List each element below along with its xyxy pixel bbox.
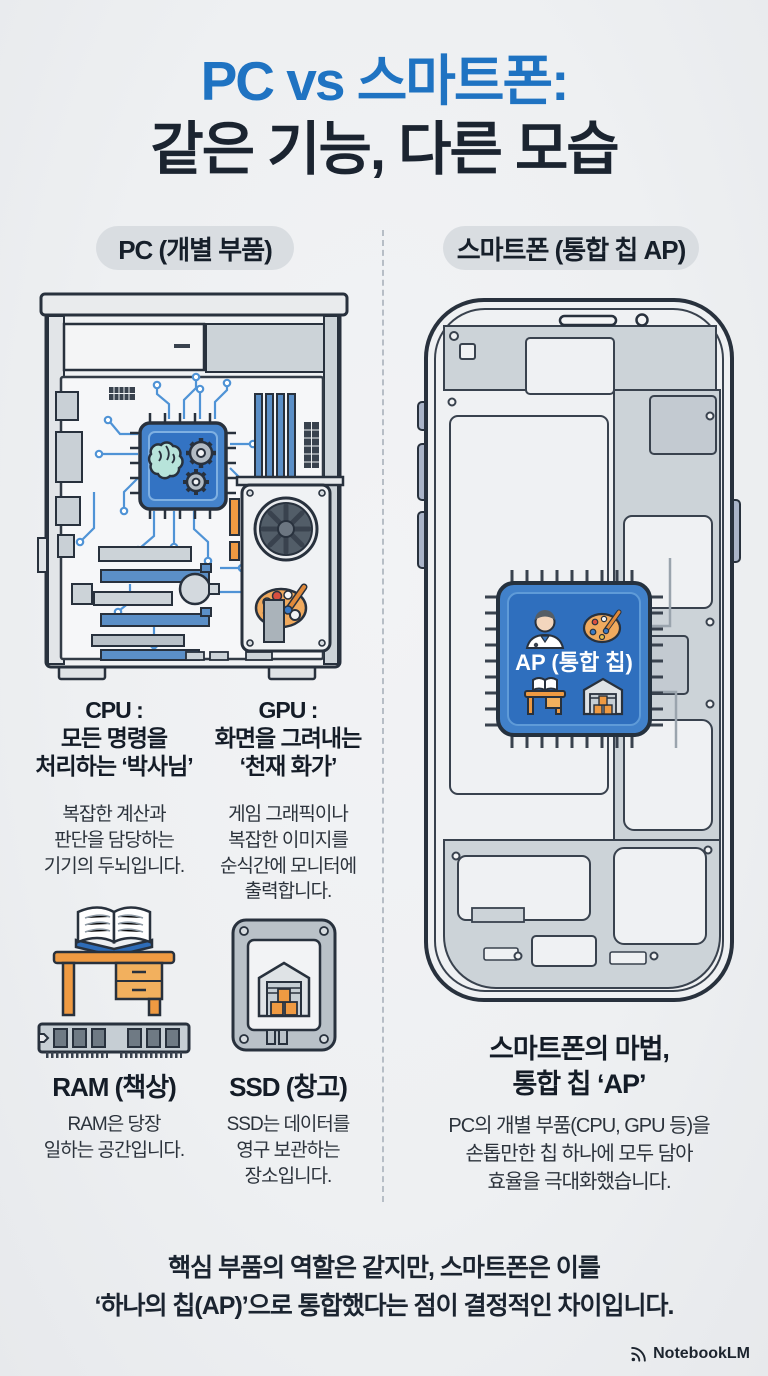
phone-right-plate xyxy=(613,389,721,841)
phone-description: PC의 개별 부품(CPU, GPU 등)을 손톱만한 칩 하나에 모두 담아 … xyxy=(448,1115,710,1193)
desk-icon xyxy=(52,950,176,1017)
pc-tower-illustration xyxy=(37,292,349,681)
ap-chip-label: AP (통합 칩) xyxy=(515,650,633,675)
circuit-traces xyxy=(81,380,266,642)
ram-description: RAM은 당장 일하는 공간입니다. xyxy=(43,1114,185,1161)
gpu-description: 게임 그래픽이나 복잡한 이미지를 순식간에 모니터에 출력합니다. xyxy=(219,804,357,903)
footer-line1: 핵심 부품의 역할은 같지만, 스마트폰은 이를 xyxy=(168,1254,601,1282)
brand-label: NotebookLM xyxy=(653,1344,750,1362)
phone-camera-hole xyxy=(635,313,649,327)
gpu-card-icon xyxy=(229,475,345,653)
chip-desk-book-icon xyxy=(524,677,566,715)
brain-icon xyxy=(147,441,184,480)
title-line2: 같은 기능, 다른 모습 xyxy=(150,117,619,183)
phone-top-plate xyxy=(443,325,717,395)
gear-icon xyxy=(183,438,216,495)
title-line1: PC vs 스마트폰: xyxy=(200,50,570,112)
warehouse-icon xyxy=(257,961,311,1018)
chip-palette-icon xyxy=(582,609,622,644)
book-icon xyxy=(74,906,154,958)
chip-warehouse-icon xyxy=(582,677,624,716)
ram-stick-icon xyxy=(37,1022,191,1058)
page-title: PC vs 스마트폰: 같은 기능, 다른 모습 xyxy=(0,48,768,186)
pc-column-header: PC (개별 부품) xyxy=(96,226,294,270)
ssd-title: SSD (창고) xyxy=(229,1072,348,1102)
gpu-title: GPU : 화면을 그려내는 ‘천재 화가’ xyxy=(214,697,363,780)
desk-book-icon xyxy=(37,906,191,1058)
ap-chip-icon: AP (통합 칩) xyxy=(485,570,663,748)
column-divider xyxy=(382,230,384,1202)
phone-speaker-slot xyxy=(558,314,618,327)
phone-column-header: 스마트폰 (통합 칩 AP) xyxy=(443,226,699,270)
cpu-description: 복잡한 계산과 판단을 담당하는 기기의 두뇌입니다. xyxy=(43,804,185,877)
ram-title: RAM (책상) xyxy=(52,1072,177,1102)
doctor-icon xyxy=(525,610,565,649)
cpu-chip-icon xyxy=(130,413,236,519)
footer-summary: 핵심 부품의 역할은 같지만, 스마트폰은 이를 ‘하나의 칩(AP)’으로 통… xyxy=(0,1250,768,1325)
phone-illustration: AP (통합 칩) xyxy=(417,298,741,1002)
rear-ports xyxy=(55,391,83,558)
phone-heading: 스마트폰의 마법, 통합 칩 ‘AP’ xyxy=(489,1034,670,1100)
fan-icon xyxy=(253,496,319,562)
cpu-title: CPU : 모든 명령을 처리하는 ‘박사님’ xyxy=(35,697,193,780)
notebooklm-icon xyxy=(631,1347,646,1362)
footer-line2: ‘하나의 칩(AP)’으로 통합했다는 점이 결정적인 차이입니다. xyxy=(94,1291,675,1320)
phone-bottom-plate xyxy=(443,839,721,989)
brand: NotebookLM xyxy=(629,1344,750,1363)
ssd-drive-icon xyxy=(231,918,337,1052)
ssd-description: SSD는 데이터를 영구 보관하는 장소입니다. xyxy=(226,1114,351,1187)
expansion-slots xyxy=(71,546,285,661)
